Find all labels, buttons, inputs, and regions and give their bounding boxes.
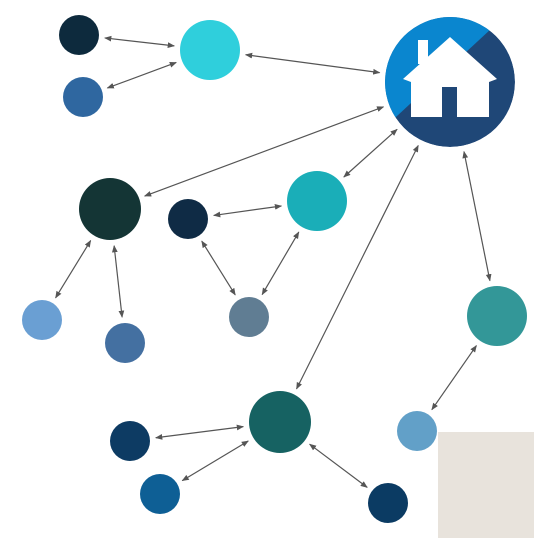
edge-hub-n11 [296, 144, 419, 390]
edge-n5-n9 [201, 240, 236, 296]
node-n1[interactable] [59, 15, 99, 55]
edges-layer [55, 35, 492, 488]
edge-n10-n13 [431, 344, 477, 411]
edge-hub-n6 [343, 128, 398, 178]
node-n7[interactable] [22, 300, 62, 340]
house-door-icon [442, 87, 457, 117]
node-n4[interactable] [79, 178, 141, 240]
node-n5[interactable] [168, 199, 208, 239]
node-n10[interactable] [467, 286, 527, 346]
edge-n4-n8 [111, 245, 125, 318]
node-n15[interactable] [368, 483, 408, 523]
node-n14[interactable] [140, 474, 180, 514]
edge-n11-n14 [181, 440, 249, 482]
edge-n11-n15 [309, 443, 368, 488]
edge-n11-n12 [155, 424, 245, 440]
node-n13[interactable] [397, 411, 437, 451]
edge-n5-n6 [213, 204, 283, 218]
node-n12[interactable] [110, 421, 150, 461]
edge-n1-n3 [104, 35, 175, 49]
edge-hub-n10 [462, 150, 492, 282]
node-n2[interactable] [63, 77, 103, 117]
house-icon [403, 37, 497, 117]
node-n6[interactable] [287, 171, 347, 231]
node-n11[interactable] [249, 391, 311, 453]
hub-node[interactable] [384, 16, 515, 147]
edge-n2-n3 [106, 61, 177, 89]
node-n3[interactable] [180, 20, 240, 80]
edge-n6-n9 [261, 231, 300, 296]
edge-n4-n7 [55, 239, 92, 299]
edge-hub-n4 [143, 106, 385, 197]
nodes-layer [22, 15, 527, 523]
corner-patch [438, 432, 534, 538]
node-n9[interactable] [229, 297, 269, 337]
edge-n3-hub [244, 52, 381, 75]
node-n8[interactable] [105, 323, 145, 363]
